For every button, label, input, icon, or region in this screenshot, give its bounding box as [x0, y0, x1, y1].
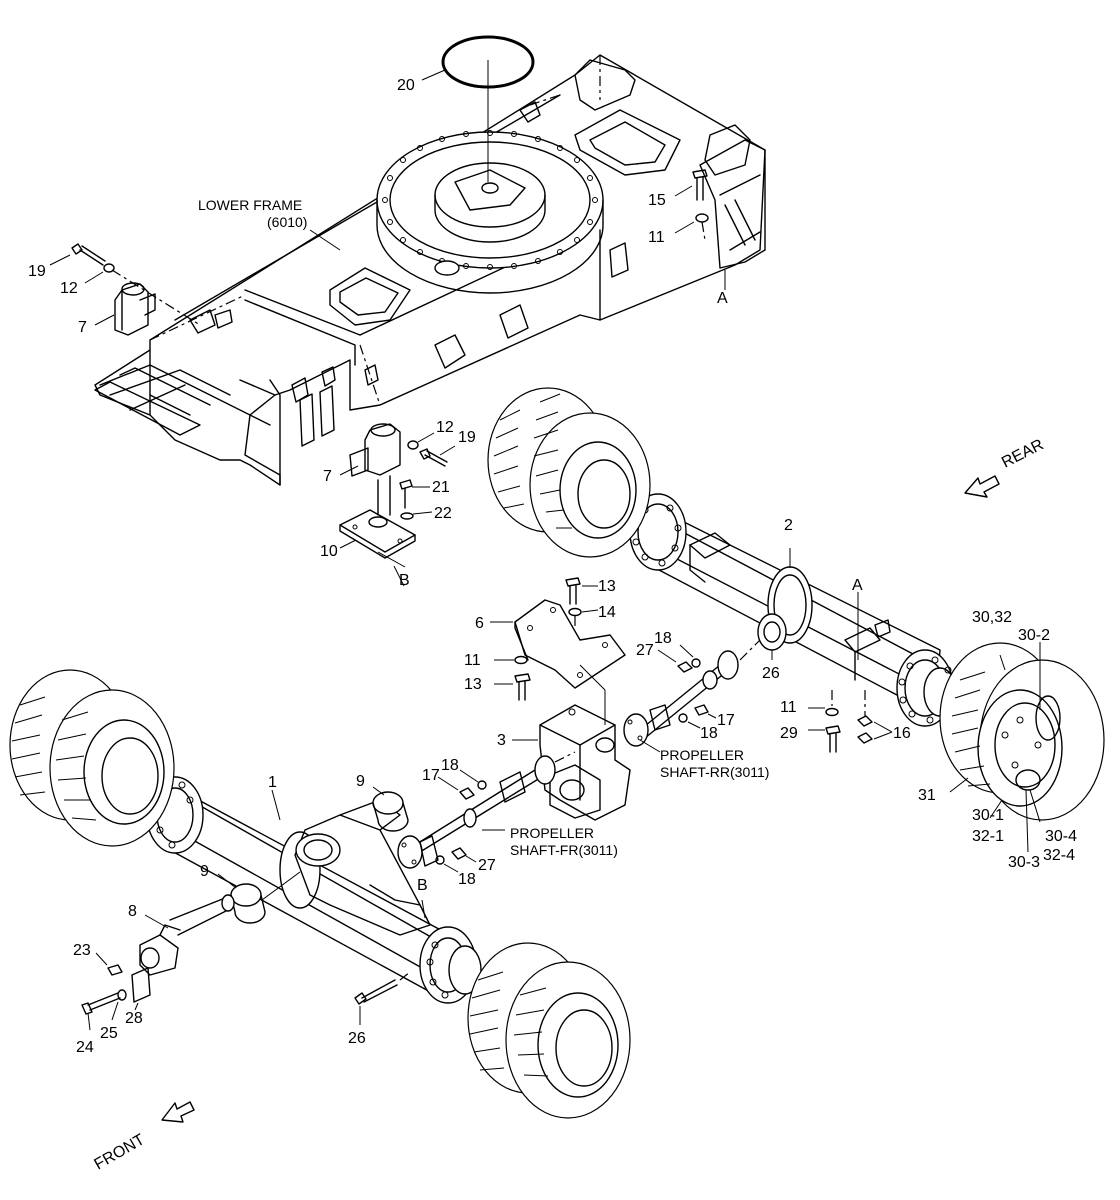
tread-lugs-fl: [11, 696, 97, 821]
rear-arrow-icon: [964, 475, 1000, 498]
callout-21: 21: [432, 479, 450, 496]
callout-15: 15: [648, 192, 666, 209]
transmission-3: [512, 664, 631, 821]
callout-30-32: 30,32: [972, 609, 1012, 626]
callout-23: 23: [73, 942, 91, 959]
callout-2: 2: [784, 517, 793, 534]
hub-studs-front: [154, 781, 449, 999]
propeller-shaft-rr: [623, 639, 761, 753]
callout-17-fr: 17: [422, 767, 440, 784]
callout-9-lower: 9: [200, 863, 209, 880]
callout-18-rr-top: 18: [654, 630, 672, 647]
ref-b-axle: B: [417, 877, 428, 894]
lower-frame-label: LOWER FRAME: [198, 197, 302, 213]
tire-front-right: [467, 942, 631, 1119]
bolt-26-front: [354, 971, 411, 1025]
tire-rear-left: [487, 387, 651, 558]
bracket-7-top: [94, 282, 156, 336]
callout-20: 20: [397, 77, 415, 94]
ref-a-frame: A: [717, 290, 728, 307]
propeller-shaft-fr: [397, 751, 576, 873]
propeller-rr-code: SHAFT-RR(3011): [660, 764, 769, 780]
rear-axle-bolts: [771, 548, 893, 753]
callout-18-fr-top: 18: [441, 757, 459, 774]
callout-18-fr-lower: 18: [458, 871, 476, 888]
callout-11-frame: 11: [648, 229, 665, 246]
leader-lines: [271, 229, 1041, 919]
callout-13-top: 13: [598, 578, 616, 595]
callout-27-rr: 27: [636, 642, 654, 659]
callout-17-rr: 17: [717, 712, 735, 729]
callout-29: 29: [780, 725, 798, 742]
front-arrow-icon: [161, 1101, 195, 1123]
propeller-fr-code: SHAFT-FR(3011): [510, 842, 618, 858]
callout-19-lower: 19: [458, 429, 476, 446]
callout-7-top: 7: [78, 319, 87, 336]
callout-11-bracket: 11: [464, 652, 481, 669]
callout-13-lower: 13: [464, 676, 482, 693]
callout-22: 22: [434, 505, 452, 522]
front-axle: [146, 776, 482, 1004]
lower-frame: [94, 54, 766, 486]
callout-32-1: 32-1: [972, 828, 1004, 845]
callout-9-upper: 9: [356, 773, 365, 790]
callout-10: 10: [320, 543, 338, 560]
callout-30-1: 30-1: [972, 807, 1004, 824]
tire-front-left: [9, 669, 175, 847]
ref-b-plate: B: [399, 572, 410, 589]
plate-10: [339, 479, 433, 568]
callout-24: 24: [76, 1039, 94, 1056]
callout-6: 6: [475, 615, 484, 632]
tread-lugs-fr: [469, 971, 549, 1077]
callout-19-top: 19: [28, 263, 46, 280]
lower-frame-code: (6010): [267, 214, 307, 230]
callout-16: 16: [893, 725, 911, 742]
callout-28: 28: [125, 1010, 143, 1027]
callout-26-rr: 26: [762, 665, 780, 682]
callout-30-4: 30-4: [1045, 828, 1077, 845]
bearing-bolts: [382, 130, 598, 270]
callout-30-2: 30-2: [1018, 627, 1050, 644]
front-label: FRONT: [92, 1131, 148, 1173]
tread-lugs-rr: [951, 671, 991, 787]
rear-axle: [629, 493, 957, 727]
propeller-fr-label: PROPELLER: [510, 825, 594, 841]
callout-14: 14: [598, 604, 616, 621]
callout-11-axle: 11: [780, 699, 797, 716]
swing-bearing: [376, 130, 604, 294]
bolt-15: [674, 169, 726, 290]
ref-a-axle: A: [852, 577, 863, 594]
callout-8: 8: [128, 903, 137, 920]
pin-8: [81, 894, 235, 1031]
rear-label: REAR: [999, 436, 1046, 471]
callout-31: 31: [918, 787, 936, 804]
callout-12-lower: 12: [436, 419, 454, 436]
callout-30-3: 30-3: [1008, 854, 1040, 871]
bracket-7-lower: [339, 423, 456, 516]
tread-lugs-rl: [493, 393, 572, 529]
bushing-9-lower: [217, 871, 301, 924]
callout-32-4: 32-4: [1043, 847, 1075, 864]
callout-26-fr: 26: [348, 1030, 366, 1047]
callout-25: 25: [100, 1025, 118, 1042]
callout-1: 1: [268, 774, 277, 791]
callout-3: 3: [497, 732, 506, 749]
callout-12-top: 12: [60, 280, 78, 297]
bushing-9-upper: [372, 786, 409, 832]
tire-rear-right: [939, 642, 1105, 821]
callout-27-fr: 27: [478, 857, 496, 874]
propeller-rr-label: PROPELLER: [660, 747, 744, 763]
callout-7-lower: 7: [323, 468, 332, 485]
bracket-6: [490, 577, 626, 701]
callout-18-rr-lower: 18: [700, 725, 718, 742]
bolt-19-top: [49, 243, 201, 326]
o-ring-20: [421, 35, 535, 182]
